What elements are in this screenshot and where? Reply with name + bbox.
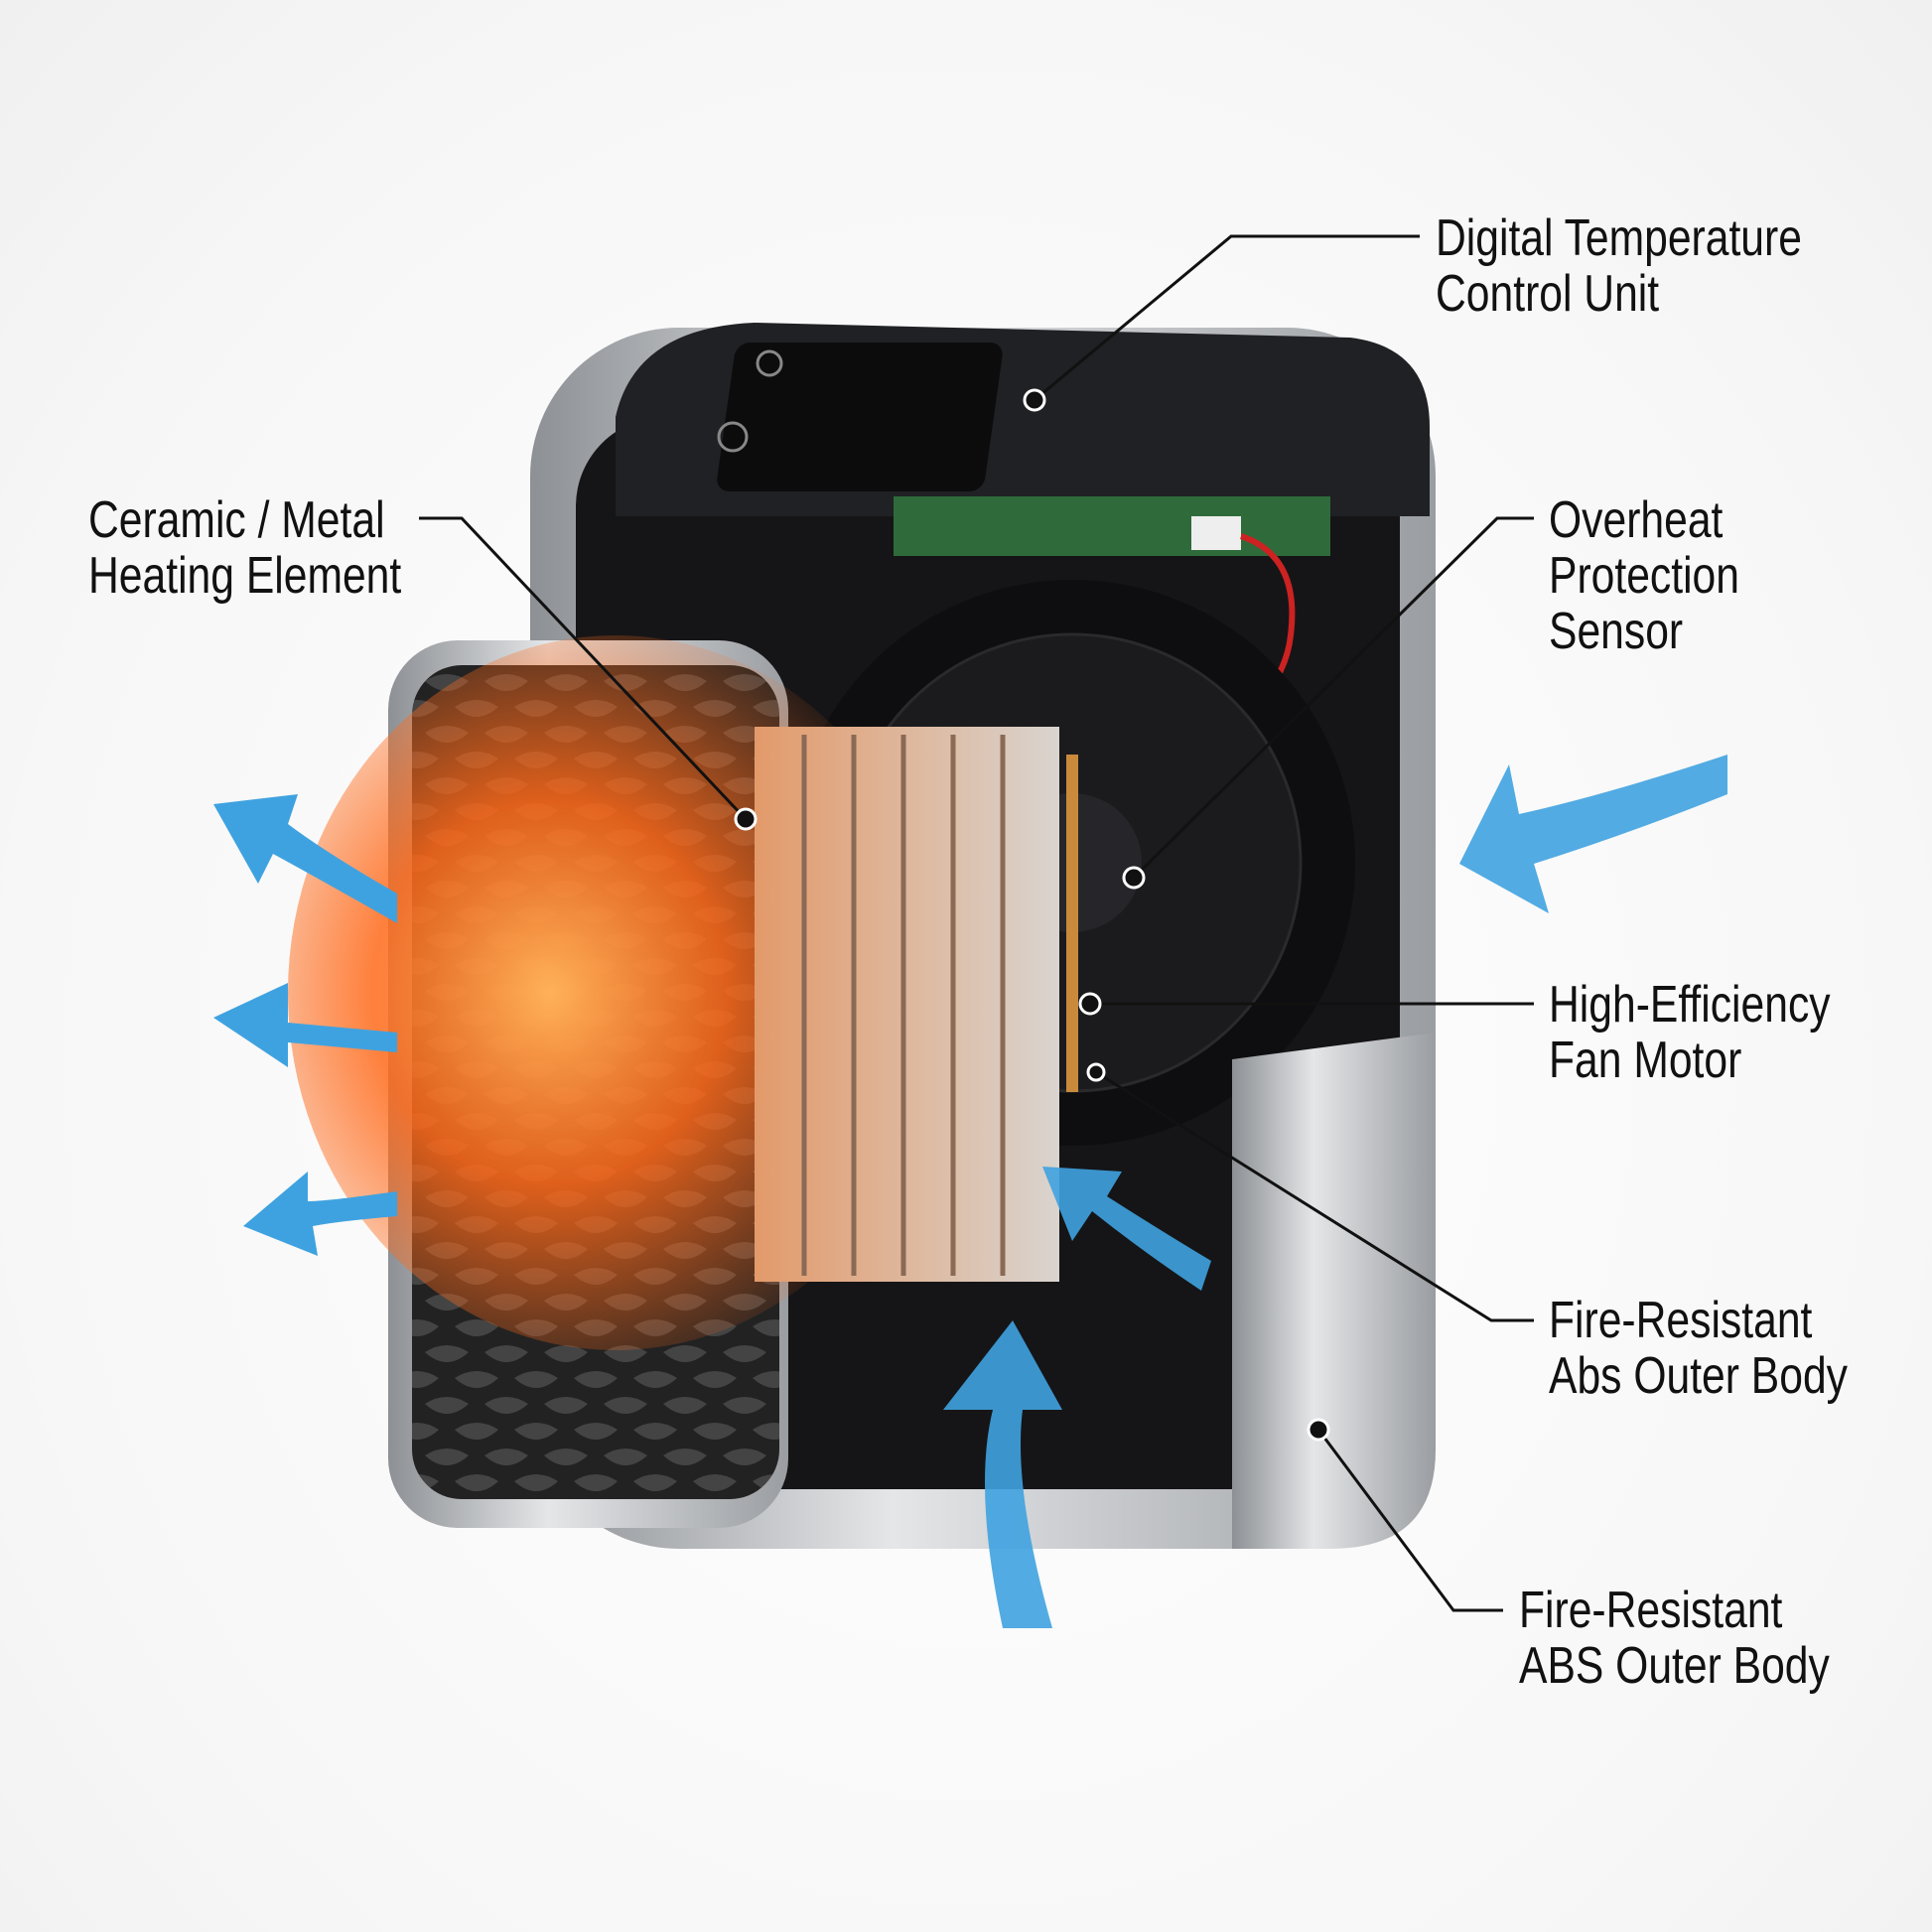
leader-heating-element (419, 516, 748, 821)
label-fan-motor: High-Efficiency Fan Motor (1549, 977, 1831, 1088)
label-line: Fan Motor (1549, 1032, 1742, 1089)
label-line: Protection (1549, 547, 1739, 605)
label-line: Digital Temperature (1436, 209, 1802, 267)
label-overheat-sensor: Overheat Protection Sensor (1549, 492, 1739, 659)
display-window (717, 343, 1003, 491)
airflow-in-arrow-bottom (943, 1320, 1062, 1628)
airflow-in-arrow-right (1459, 755, 1727, 913)
label-line: Sensor (1549, 603, 1684, 660)
airflow-out-arrow-2 (213, 983, 397, 1067)
label-line: Ceramic / Metal (88, 491, 385, 549)
leader-dots (734, 388, 1330, 1442)
leader-overheat-sensor (1132, 516, 1534, 880)
timer-button-icon (717, 421, 749, 453)
label-line: ABS Outer Body (1519, 1637, 1830, 1695)
power-button-icon (756, 349, 783, 377)
label-temperature-control: Digital Temperature Control Unit (1436, 210, 1802, 322)
airflow-out-arrow-1 (213, 794, 397, 923)
airflow-in-arrow-center (1042, 1167, 1211, 1291)
label-line: Heating Element (88, 547, 402, 605)
label-outer-body-2: Fire-Resistant ABS Outer Body (1519, 1583, 1830, 1694)
leader-outer-body-2 (1316, 1429, 1503, 1612)
leader-outer-body-1 (1095, 1070, 1534, 1322)
outer-body-front-right (1232, 1033, 1436, 1549)
label-heating-element: Ceramic / Metal Heating Element (88, 492, 401, 604)
label-outer-body-1: Fire-Resistant Abs Outer Body (1549, 1293, 1848, 1404)
overheat-sensor-probe (1066, 755, 1078, 1092)
airflow-arrows (213, 755, 1727, 1628)
connector (1191, 516, 1241, 550)
label-line: Fire-Resistant (1549, 1292, 1813, 1349)
label-line: Abs Outer Body (1549, 1347, 1849, 1405)
airflow-out-arrow-3 (243, 1172, 397, 1256)
label-line: Overheat (1549, 491, 1724, 549)
fin-dividers (801, 735, 1006, 1276)
label-line: High-Efficiency (1549, 976, 1831, 1034)
heating-element-fins (755, 727, 1059, 1282)
leader-lines (419, 234, 1534, 1612)
leader-temperature-control (1034, 234, 1420, 402)
label-line: Fire-Resistant (1519, 1582, 1783, 1639)
label-line: Control Unit (1436, 265, 1660, 323)
